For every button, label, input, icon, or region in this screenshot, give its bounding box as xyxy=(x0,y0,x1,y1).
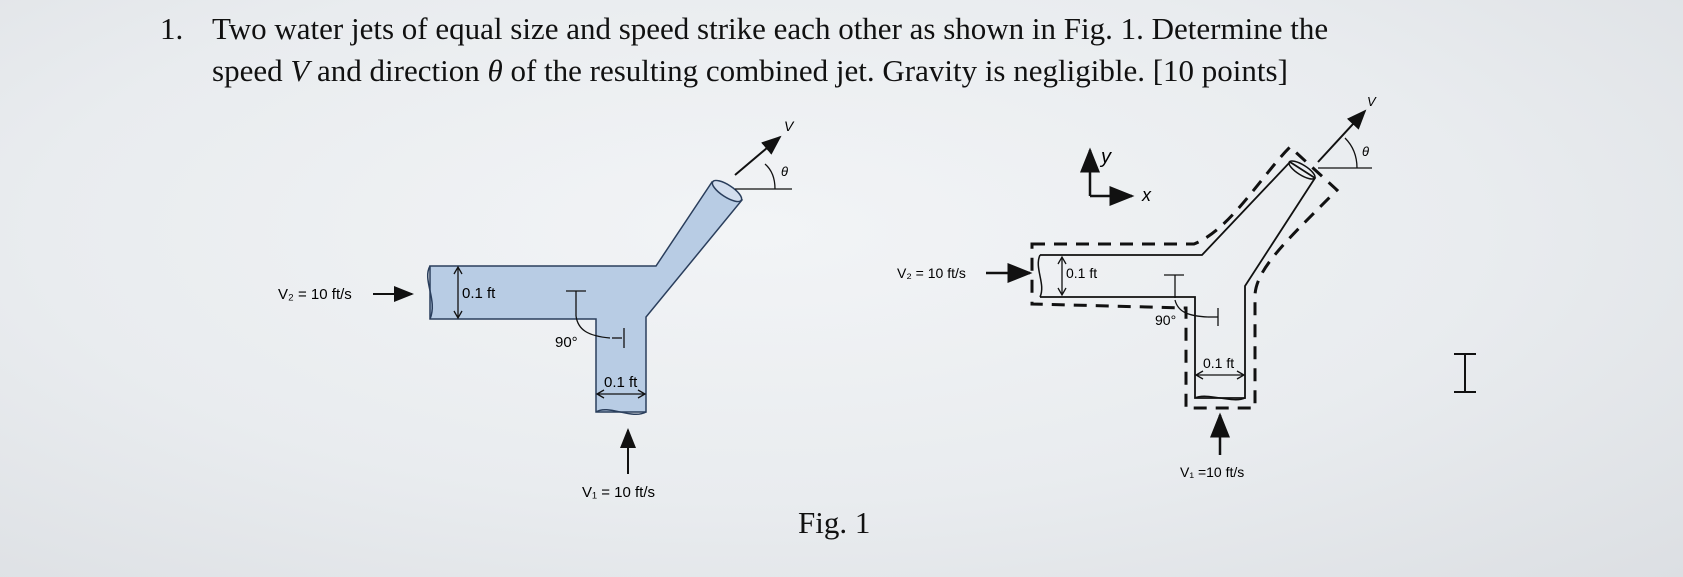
left-v-label: V xyxy=(784,118,795,134)
control-volume xyxy=(1030,144,1340,410)
left-angle-arc xyxy=(575,315,611,339)
right-v1-label: V₁ =10 ft/s xyxy=(1180,464,1244,480)
right-jet-end-bottom xyxy=(1194,395,1246,401)
figure-caption: Fig. 1 xyxy=(798,505,871,540)
right-theta-arc xyxy=(1344,137,1358,169)
left-width-label-bottom: 0.1 ft xyxy=(604,374,638,391)
right-jet-outline xyxy=(1040,160,1317,399)
left-jet-body xyxy=(429,180,744,413)
left-theta-arc xyxy=(764,163,776,190)
right-v2-label: V₂ = 10 ft/s xyxy=(897,265,966,281)
text-cursor-icon xyxy=(1454,353,1476,393)
right-angle-arc xyxy=(1174,299,1209,318)
var-theta: θ xyxy=(487,53,503,88)
right-jet-end-left xyxy=(1037,254,1043,298)
left-width-label-top: 0.1 ft xyxy=(462,285,496,302)
var-v: V xyxy=(290,53,310,88)
line2-mid: and direction xyxy=(317,53,480,88)
line2-pre: speed xyxy=(212,53,283,88)
right-theta-label: θ xyxy=(1362,144,1369,159)
axis-x-label: x xyxy=(1141,185,1152,205)
right-width-label-top: 0.1 ft xyxy=(1066,265,1097,281)
line2-post: of the resulting combined jet. Gravity i… xyxy=(510,53,1288,88)
problem-line-1: Two water jets of equal size and speed s… xyxy=(212,11,1329,46)
right-angle-label: 90° xyxy=(1155,312,1176,328)
problem-number: 1. xyxy=(160,11,184,46)
left-angle-label: 90° xyxy=(555,334,578,351)
left-v2-label: V₂ = 10 ft/s xyxy=(278,286,352,303)
right-width-label-bottom: 0.1 ft xyxy=(1203,355,1234,371)
right-v-label: V xyxy=(1367,94,1377,109)
left-theta-label: θ xyxy=(781,164,788,179)
left-jet-end-left xyxy=(427,265,433,320)
right-diagram: y x V₂ = 10 ft/s 0.1 ft 90° 0.1 ft V₁ =1… xyxy=(897,94,1377,480)
left-jet-end-top xyxy=(711,179,743,203)
left-diagram: V₂ = 10 ft/s 0.1 ft 90° 0.1 ft V₁ = 10 f… xyxy=(278,118,795,501)
left-v-arrow xyxy=(734,135,782,176)
right-v-arrow xyxy=(1317,109,1367,163)
right-jet-end-top xyxy=(1288,160,1316,180)
left-jet-end-bottom xyxy=(595,409,647,415)
problem-line-2: speed V and direction θ of the resulting… xyxy=(212,50,1288,92)
left-v1-label: V₁ = 10 ft/s xyxy=(582,484,655,501)
axis-y-label: y xyxy=(1099,146,1112,168)
